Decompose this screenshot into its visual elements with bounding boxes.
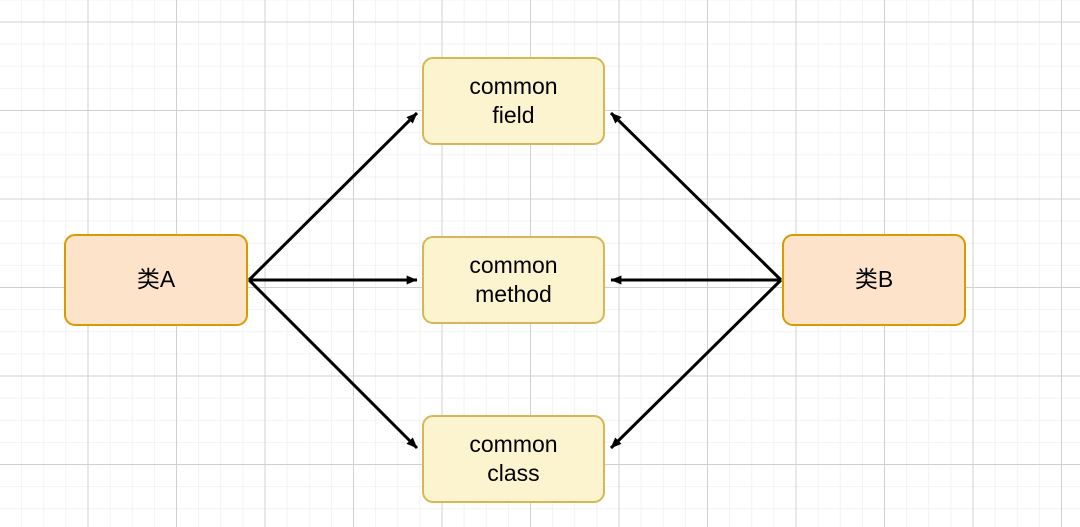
node-class-b[interactable]: 类B	[782, 234, 966, 326]
node-class-a[interactable]: 类A	[64, 234, 248, 326]
edge-class-b-to-common-field	[609, 111, 783, 282]
node-common-field[interactable]: common field	[422, 57, 605, 145]
edge-class-a-to-common-field	[247, 111, 419, 282]
node-common-class[interactable]: common class	[422, 415, 605, 503]
edge-class-b-to-common-class	[609, 278, 783, 450]
node-common-method[interactable]: common method	[422, 236, 605, 324]
edge-class-a-to-common-class	[247, 278, 419, 450]
